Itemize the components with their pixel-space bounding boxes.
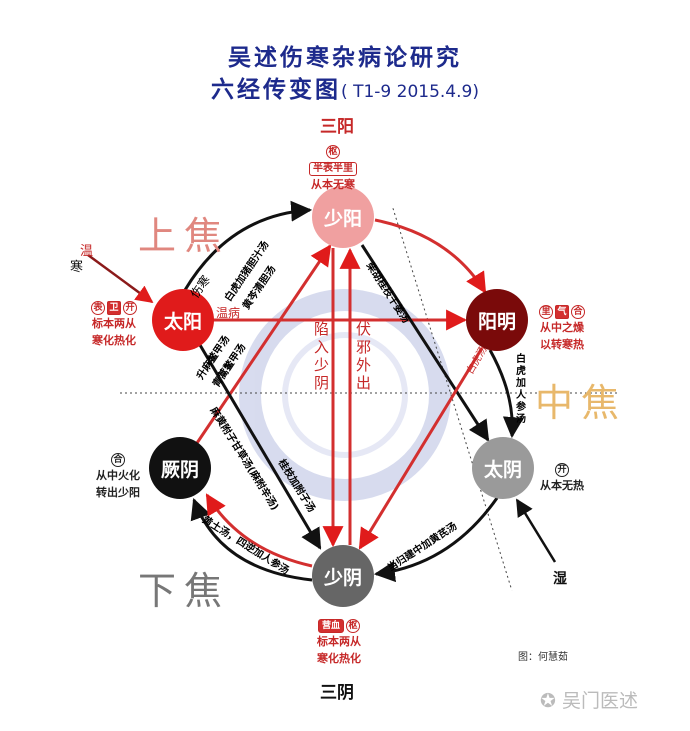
- watermark-wumen: ✪ 吴门医述: [540, 686, 638, 713]
- note-shaoyin: 营血枢 标本两从 寒化热化: [317, 616, 361, 667]
- arrow-taiyang-shaoyang: [183, 200, 313, 291]
- note-text: 寒化热化: [92, 334, 136, 347]
- title-code: ( T1-9 2015.4.9): [341, 82, 479, 102]
- node-label: 少阳: [323, 207, 362, 230]
- arrow-shaoyang-taiyin: [360, 244, 490, 442]
- badge-li: 里: [539, 305, 553, 319]
- label-baihu-renshen: 白虎加人参汤: [516, 354, 526, 425]
- node-shaoyang: 少阳: [312, 186, 374, 248]
- note-text: 从本无热: [540, 479, 584, 492]
- arrow-taiyang-shaoyin: [198, 344, 322, 550]
- node-label: 太阳: [163, 310, 202, 333]
- arrow-yangming-taiyin: [488, 349, 524, 439]
- label-shi: 湿: [553, 571, 567, 587]
- badge-kai: 开: [123, 301, 137, 315]
- node-yangming: 阳明: [466, 289, 528, 351]
- title-line2: 六经传变图: [211, 77, 342, 103]
- label-xianru: 陷入少阴: [314, 320, 330, 392]
- label-wenbing: 温病: [216, 306, 241, 320]
- arrow-taiyin-shaoyin: [373, 497, 499, 583]
- note-yangming: 里气合 从中之燥 以转寒热: [538, 302, 586, 353]
- note-text: 从本无寒: [311, 178, 355, 191]
- badge-banbiaobanli: 半表半里: [309, 162, 357, 176]
- note-text: 转出少阳: [96, 486, 140, 499]
- node-label: 太阴: [483, 458, 522, 481]
- badge-shu: 枢: [326, 145, 340, 159]
- badge-wei: 卫: [107, 301, 121, 315]
- note-text: 从中之燥: [540, 321, 584, 334]
- node-taiyin: 太阴: [472, 437, 534, 499]
- note-taiyang: 表卫开 标本两从 寒化热化: [90, 298, 138, 349]
- arrow-shaoyang-yangming: [374, 218, 487, 294]
- badge-qi: 气: [555, 305, 569, 319]
- arrow-jueyin-shaoyang: [195, 244, 332, 444]
- node-shaoyin: 少阴: [312, 545, 374, 607]
- note-text: 以转寒热: [540, 338, 584, 351]
- label-fuxie: 伏邪外出: [356, 320, 372, 392]
- title-line1: 吴述伤寒杂病论研究: [228, 45, 462, 71]
- arrow-shaoyin-jueyin-red: [205, 493, 313, 568]
- badge-kai: 开: [555, 463, 569, 477]
- credit: 图：何慧茹: [518, 652, 568, 663]
- badge-he: 合: [111, 453, 125, 467]
- badge-shu: 枢: [346, 619, 361, 633]
- lower-jiao-label: 下焦: [138, 569, 231, 613]
- note-shaoyang: 枢 半表半里 从本无寒: [308, 142, 358, 193]
- middle-jiao-label: 中焦: [535, 381, 628, 425]
- node-label: 少阴: [323, 566, 362, 589]
- upper-jiao-label: 上焦: [138, 214, 231, 258]
- label-wen: 温: [80, 244, 94, 259]
- note-taiyin: 开 从本无热: [540, 460, 584, 494]
- node-jueyin: 厥阴: [149, 437, 211, 499]
- note-text: 从中火化: [96, 469, 140, 482]
- badge-biao: 表: [91, 301, 105, 315]
- arrow-yangming-shaoyin: [358, 347, 484, 550]
- watermark-emblem: [239, 289, 451, 501]
- san-yang-label: 三阳: [320, 117, 354, 137]
- san-yin-label: 三阴: [320, 683, 354, 703]
- label-han: 寒: [70, 260, 84, 275]
- arrow-external-taiyin: [515, 498, 557, 563]
- note-text: 寒化热化: [317, 652, 361, 665]
- note-text: 标本两从: [317, 635, 361, 648]
- arrow-external-taiyang: [87, 253, 154, 304]
- badge-he: 合: [571, 305, 585, 319]
- watermark-text: 吴门医述: [561, 690, 638, 712]
- node-label: 阳明: [477, 310, 516, 333]
- note-jueyin: 合 从中火化 转出少阳: [96, 450, 140, 501]
- wechat-icon: ✪: [540, 690, 556, 712]
- note-text: 标本两从: [92, 317, 136, 330]
- node-taiyang: 太阳: [152, 289, 214, 351]
- badge-yingxue: 营血: [318, 619, 345, 633]
- node-label: 厥阴: [160, 458, 199, 481]
- arrow-shaoyin-jueyin-black: [190, 498, 313, 582]
